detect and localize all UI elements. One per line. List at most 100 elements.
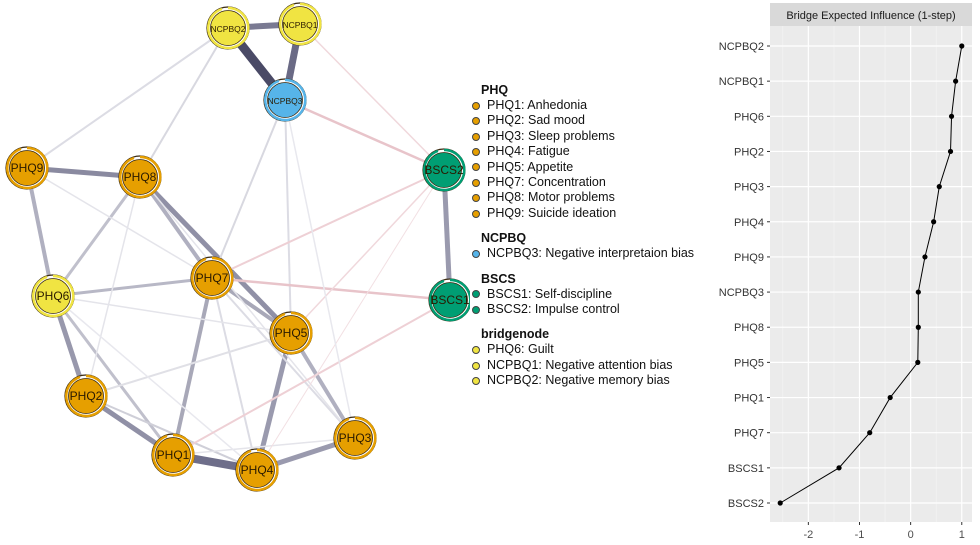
node-pie [236, 448, 279, 492]
edge-PHQ6-PHQ7 [52, 276, 213, 298]
legend-item-label: NCPBQ1: Negative attention bias [487, 357, 673, 372]
legend-dot-icon [472, 132, 480, 141]
legend-dot-icon [472, 147, 480, 156]
node-label: PHQ6 [37, 289, 70, 303]
data-point-phq9 [922, 254, 928, 260]
edge-PHQ2-PHQ8 [85, 176, 141, 397]
legend-item: PHQ1: Anhedonia [472, 98, 694, 113]
node-label: NCPBQ3 [268, 96, 303, 106]
node-label: PHQ5 [275, 326, 308, 340]
edge-PHQ4-PHQ6 [52, 295, 258, 471]
tick-label-y: NCPBQ1 [719, 76, 764, 88]
tick-label-y: NCPBQ3 [719, 287, 764, 299]
legend-item: PHQ7: Concentration [472, 175, 694, 190]
node-fill [155, 437, 191, 473]
node-bscs2[interactable]: BSCS2 [422, 148, 466, 192]
legend-dot-icon [472, 194, 480, 203]
edge-PHQ7-NCPBQ3 [211, 99, 286, 279]
legend-item: PHQ6: Guilt [472, 342, 694, 357]
chart-title: Bridge Expected Influence (1-step) [786, 10, 955, 22]
tick-label-y: PHQ6 [734, 111, 764, 123]
edge-PHQ3-NCPBQ3 [284, 99, 356, 439]
edge-PHQ6-PHQ1 [51, 295, 175, 456]
node-fill [267, 82, 303, 118]
tick-label-y: PHQ8 [734, 322, 764, 334]
legend-item: PHQ8: Motor problems [472, 190, 694, 205]
node-phq5[interactable]: PHQ5 [269, 311, 313, 355]
edge-PHQ4-PHQ7 [211, 277, 258, 471]
legend-item-label: PHQ9: Suicide ideation [487, 205, 617, 220]
edge-PHQ9-PHQ6 [25, 167, 55, 297]
edge-PHQ8-NCPBQ2 [139, 27, 229, 178]
node-phq4[interactable]: PHQ4 [235, 448, 279, 492]
data-point-ncpbq2 [959, 43, 965, 49]
node-pie [270, 311, 313, 355]
edge-PHQ3-PHQ7 [211, 277, 356, 439]
node-phq8[interactable]: PHQ8 [118, 155, 162, 199]
node-ncpbq1[interactable]: NCPBQ1 [278, 2, 322, 46]
edge-PHQ1-BSCS1 [172, 299, 451, 456]
node-ncpbq3[interactable]: NCPBQ3 [263, 78, 307, 122]
series-line [779, 45, 963, 504]
legend-group-title: BSCS [481, 271, 516, 286]
tick-label-y: NCPBQ2 [719, 41, 764, 53]
edge-PHQ2-PHQ4 [85, 395, 258, 471]
node-fill [337, 420, 373, 456]
edge-BSCS2-BSCS1 [441, 169, 453, 301]
node-pie [65, 374, 108, 418]
legend-item-label: PHQ2: Sad mood [487, 113, 585, 128]
edge-PHQ8-PHQ6 [51, 176, 142, 297]
legend-item: BSCS2: Impulse control [472, 302, 694, 317]
legend-group-title: bridgenode [481, 327, 550, 342]
node-fill [194, 260, 230, 296]
data-point-phq6 [948, 113, 955, 119]
node-phq3[interactable]: PHQ3 [333, 416, 377, 460]
edge-PHQ7-BSCS2 [211, 169, 445, 279]
legend-dot-icon [472, 117, 480, 126]
tick-label-y: PHQ9 [734, 252, 764, 264]
node-phq7[interactable]: PHQ7 [190, 256, 234, 300]
legend-dot-icon [472, 346, 480, 355]
legend-item-label: PHQ4: Fatigue [487, 144, 570, 159]
node-bscs1[interactable]: BSCS1 [428, 278, 470, 322]
legend-dot-icon [472, 290, 480, 299]
legend-group-title: NCPBQ [481, 231, 527, 246]
node-fill [210, 10, 246, 46]
node-ncpbq2[interactable]: NCPBQ2 [206, 6, 250, 50]
legend-dot-icon [472, 101, 480, 110]
node-fill [426, 152, 462, 188]
strip-header [770, 3, 972, 26]
legend-item-label: PHQ7: Concentration [487, 175, 606, 190]
legend-item: PHQ9: Suicide ideation [472, 206, 694, 221]
node-label: NCPBQ2 [211, 24, 246, 34]
node-phq9[interactable]: PHQ9 [5, 146, 49, 190]
node-pie [279, 2, 322, 46]
data-point-phq1 [887, 394, 893, 401]
legend-item: NCPBQ1: Negative attention bias [472, 358, 694, 373]
tick-label-y: PHQ5 [734, 357, 764, 369]
legend-item-label: PHQ6: Guilt [487, 342, 554, 357]
data-point-bscs2 [777, 500, 783, 506]
legend-item: PHQ4: Fatigue [472, 144, 694, 159]
node-phq6[interactable]: PHQ6 [31, 274, 75, 318]
legend-item: BSCS1: Self-discipline [472, 287, 694, 302]
legend-dot-icon [472, 376, 480, 385]
edge-PHQ7-BSCS1 [211, 276, 451, 302]
legend-item-label: BSCS1: Self-discipline [487, 286, 613, 301]
legend-item: PHQ2: Sad mood [472, 113, 694, 128]
node-label: PHQ1 [157, 448, 190, 462]
node-pie [334, 416, 377, 460]
edge-PHQ8-PHQ5 [138, 175, 293, 335]
node-phq2[interactable]: PHQ2 [64, 374, 108, 418]
data-point-phq2 [947, 148, 954, 155]
node-phq1[interactable]: PHQ1 [151, 433, 195, 477]
node-pie [152, 433, 195, 477]
legend-item-label: NCPBQ3: Negative interpretaion bias [487, 246, 695, 261]
data-point-phq7 [867, 430, 873, 436]
edge-PHQ9-NCPBQ2 [26, 27, 229, 169]
node-fill [239, 452, 275, 488]
data-point-ncpbq3 [915, 289, 921, 295]
